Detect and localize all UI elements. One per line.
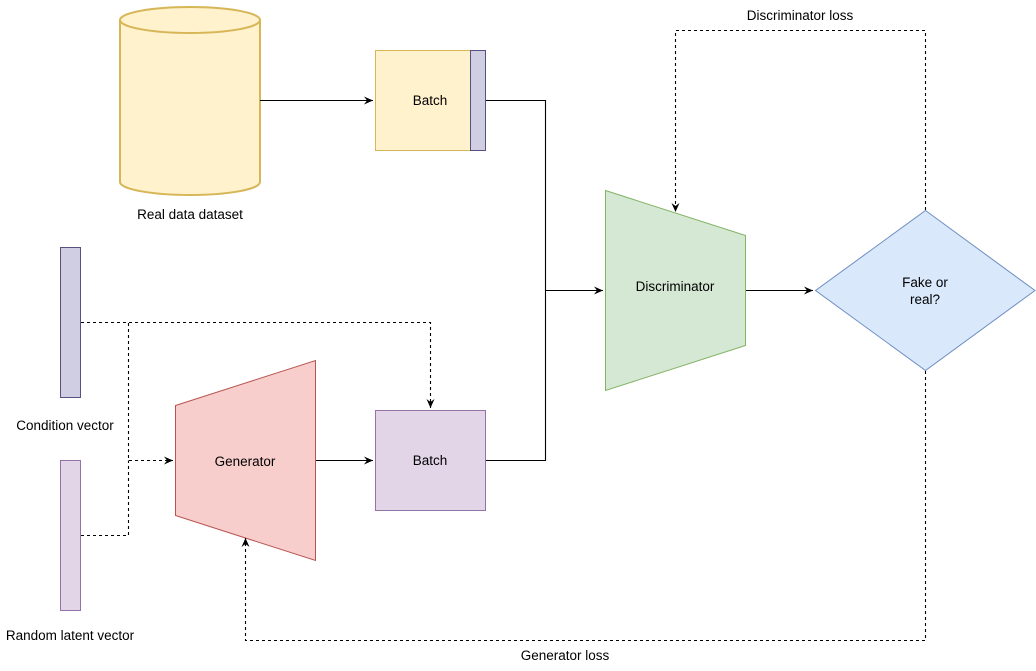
batch-fake-box	[375, 410, 486, 511]
random-latent-vector-label: Random latent vector	[6, 628, 135, 643]
discriminator-shape	[605, 189, 746, 392]
batch-fake-label: Batch	[413, 453, 448, 468]
edge-latent-to-generator	[81, 460, 130, 537]
real-data-dataset-label: Real data dataset	[137, 207, 243, 222]
batch-fake-node: Batch	[375, 410, 486, 511]
fake-or-real-decision-node: Fake or real?	[814, 209, 1036, 372]
edge-condition-to-generator	[81, 321, 173, 465]
real-data-cylinder-top	[119, 6, 261, 34]
condition-vector-label: Condition vector	[16, 418, 114, 433]
generator-label: Generator	[215, 454, 276, 469]
batch-real-label: Batch	[413, 93, 448, 108]
decision-diamond	[814, 209, 1036, 372]
batch-real-node: Batch	[375, 50, 486, 151]
condition-vector-node: Condition vector	[16, 247, 114, 433]
real-data-dataset-node: Real data dataset	[119, 6, 261, 222]
condition-vector-bar	[60, 247, 81, 398]
edge-condition-to-batch-fake	[81, 321, 435, 408]
decision-label-line2: real?	[910, 292, 940, 307]
discriminator-loss-label: Discriminator loss	[747, 8, 854, 23]
edge-batch-fake-to-discriminator	[486, 286, 603, 462]
batch-real-condition-tag	[470, 50, 486, 151]
edge-discriminator-loss	[671, 29, 927, 212]
batch-real-box	[375, 50, 471, 151]
real-data-cylinder-body	[119, 20, 261, 196]
generator-shape	[175, 359, 316, 562]
decision-label-line1: Fake or	[902, 275, 948, 290]
random-latent-vector-bar	[60, 460, 81, 611]
edge-batch-real-to-discriminator	[486, 99, 547, 291]
edge-generator-loss	[241, 371, 927, 642]
discriminator-label: Discriminator	[636, 279, 715, 294]
random-latent-vector-node: Random latent vector	[6, 460, 135, 643]
generator-node: Generator	[175, 359, 316, 562]
generator-loss-label: Generator loss	[521, 648, 610, 663]
discriminator-node: Discriminator	[605, 189, 746, 392]
